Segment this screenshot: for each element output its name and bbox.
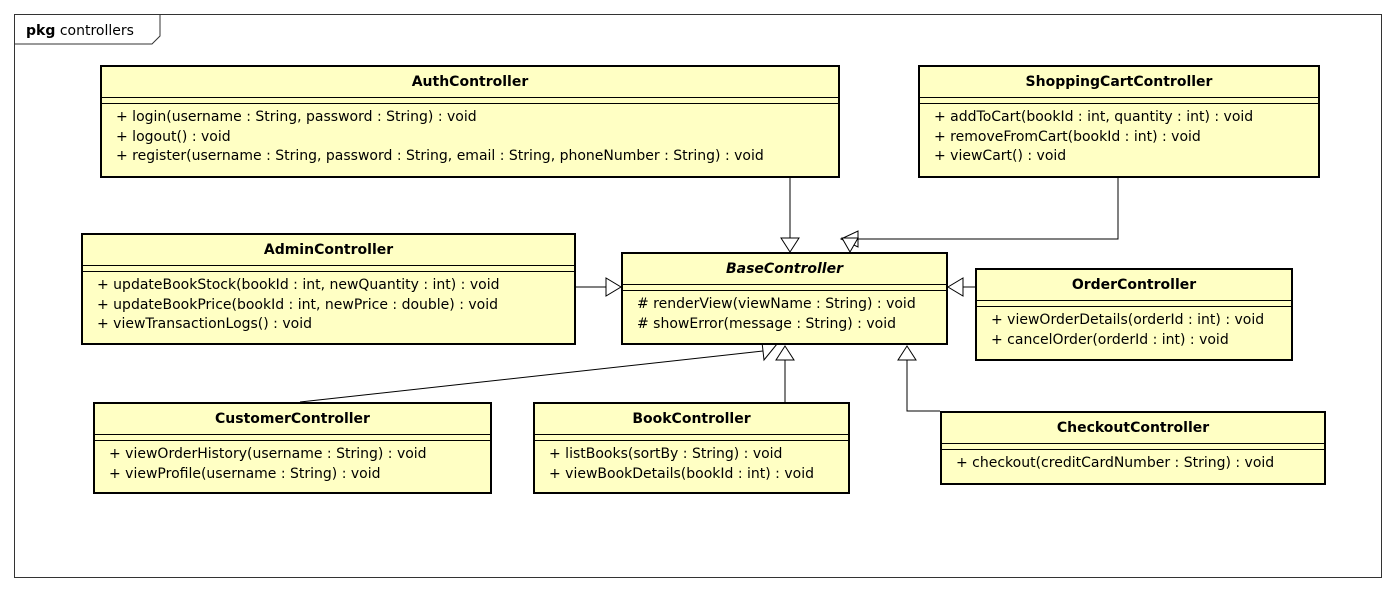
attribute-compartment [535,435,848,441]
package-tab-outline [15,15,161,45]
package-label: pkg controllers [26,22,134,40]
class-name: OrderController [977,270,1291,301]
class-name: AdminController [83,235,574,266]
class-auth-controller[interactable]: AuthController + login(username : String… [100,65,840,178]
operation: + register(username : String, password :… [116,148,764,164]
class-name: BaseController [623,254,946,285]
attribute-compartment [623,285,946,291]
class-checkout-controller[interactable]: CheckoutController + checkout(creditCard… [940,411,1326,485]
operation-compartment: # renderView(viewName : String) : void #… [623,291,946,334]
arrowhead-checkout-to-base [897,345,917,361]
edge-checkout-to-base [906,360,940,412]
operation: + logout() : void [116,128,231,145]
operation-compartment: + addToCart(bookId : int, quantity : int… [920,104,1318,167]
class-name: BookController [535,404,848,435]
attribute-compartment [920,98,1318,104]
package-keyword: pkg [26,23,56,39]
class-name: CheckoutController [942,413,1324,444]
operation-compartment: + viewOrderDetails(orderId : int) : void… [977,307,1291,350]
operation: + viewCart() : void [934,148,1067,164]
operation: + cancelOrder(orderId : int) : void [991,331,1229,348]
class-admin-controller[interactable]: AdminController + updateBookStock(bookId… [81,233,576,345]
operation-compartment: + listBooks(sortBy : String) : void + vi… [535,441,848,484]
arrowhead-book-to-base [775,345,795,361]
attribute-compartment [102,98,838,104]
operation-compartment: + updateBookStock(bookId : int, newQuant… [83,272,574,335]
class-order-controller[interactable]: OrderController + viewOrderDetails(order… [975,268,1293,361]
class-name: AuthController [102,67,838,98]
package-frame [14,14,1382,578]
operation: + updateBookPrice(bookId : int, newPrice… [97,296,499,313]
operation-compartment: + viewOrderHistory(username : String) : … [95,441,490,484]
operation: + login(username : String, password : St… [116,109,477,125]
class-shopping-cart-controller[interactable]: ShoppingCartController + addToCart(bookI… [918,65,1320,178]
operation: + checkout(creditCardNumber : String) : … [956,455,1275,471]
operation-compartment: + checkout(creditCardNumber : String) : … [942,450,1324,474]
arrowhead-admin-to-base [605,277,622,297]
operation-compartment: + login(username : String, password : St… [102,104,838,167]
class-base-controller[interactable]: BaseController # renderView(viewName : S… [621,252,948,345]
operation: + viewOrderDetails(orderId : int) : void [991,312,1265,328]
operation: + viewBookDetails(bookId : int) : void [549,465,814,482]
attribute-compartment [95,435,490,441]
class-customer-controller[interactable]: CustomerController + viewOrderHistory(us… [93,402,492,494]
arrowhead-shoppingcart-to-base-tip [841,237,859,254]
attribute-compartment [977,301,1291,307]
package-name: controllers [59,23,134,39]
operation: + viewProfile(username : String) : void [109,465,381,482]
edge-customer-to-base [299,350,764,403]
attribute-compartment [942,444,1324,450]
arrowhead-order-to-base [947,277,964,297]
operation: + addToCart(bookId : int, quantity : int… [934,109,1254,125]
operation: # renderView(viewName : String) : void [637,296,916,312]
operation: + viewTransactionLogs() : void [97,316,312,332]
class-book-controller[interactable]: BookController + listBooks(sortBy : Stri… [533,402,850,494]
arrowhead-auth-to-base [780,237,800,253]
attribute-compartment [83,266,574,272]
class-name: ShoppingCartController [920,67,1318,98]
operation: + viewOrderHistory(username : String) : … [109,446,427,462]
operation: # showError(message : String) : void [637,315,896,332]
class-name: CustomerController [95,404,490,435]
operation: + removeFromCart(bookId : int) : void [934,128,1201,145]
edge-shoppingcart-to-base [858,178,1119,240]
operation: + listBooks(sortBy : String) : void [549,446,783,462]
operation: + updateBookStock(bookId : int, newQuant… [97,277,500,293]
